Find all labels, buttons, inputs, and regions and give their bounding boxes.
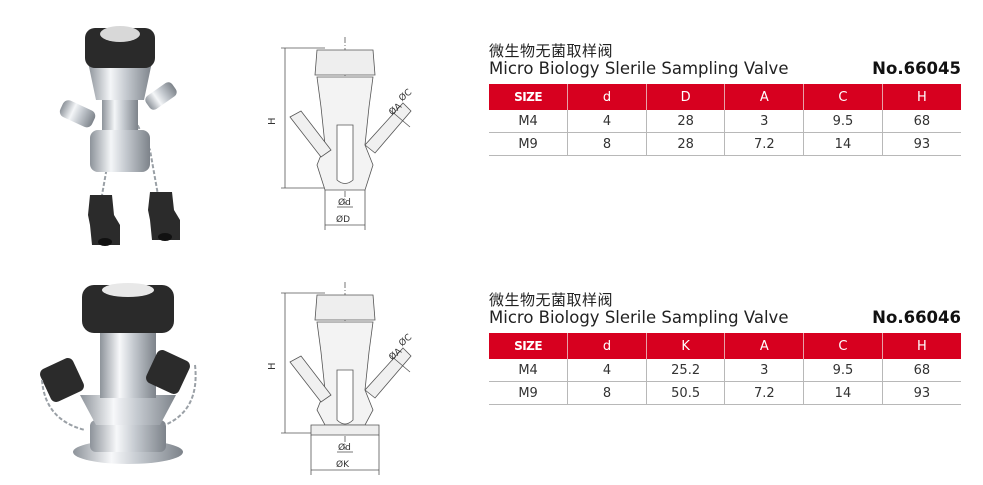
table-cell: 8 <box>567 381 647 405</box>
dim-label-d: Ød <box>338 197 351 208</box>
product-section-66045: H ØC ØA Ød ØD 微生物无菌取样阀 Micro Biology Sle… <box>0 0 983 246</box>
table-cell: 4 <box>567 359 647 382</box>
table-cell: 14 <box>803 132 883 156</box>
table-row: M9 8 50.5 7.2 14 93 <box>489 381 961 405</box>
dim-label-d: Ød <box>338 442 351 453</box>
table-cell: 7.2 <box>724 381 804 405</box>
table-cell: M9 <box>489 132 568 156</box>
table-row: M9 8 28 7.2 14 93 <box>489 132 961 156</box>
model-number: No.66046 <box>872 308 961 327</box>
product-title-en: Micro Biology Slerile Sampling Valve <box>489 308 789 327</box>
table-cell: 14 <box>803 381 883 405</box>
dim-label-h: H <box>267 362 278 370</box>
table-row: M4 4 28 3 9.5 68 <box>489 110 961 133</box>
dim-label-c: ØC <box>397 87 414 104</box>
table-cell: 25.2 <box>645 359 725 382</box>
col-header: d <box>567 333 647 359</box>
table-cell: 93 <box>881 381 961 405</box>
table-cell: 28 <box>645 132 725 156</box>
table-cell: 68 <box>881 359 961 382</box>
col-header: SIZE <box>489 333 568 359</box>
table-cell: M4 <box>489 110 568 133</box>
table-cell: 3 <box>724 110 804 133</box>
product-title-cn: 微生物无菌取样阀 <box>489 42 614 60</box>
spec-table-66045: SIZE d D A C H M4 4 28 3 9.5 68 M9 8 28 … <box>489 84 961 156</box>
col-header: K <box>645 333 725 359</box>
col-header: C <box>803 84 883 110</box>
table-cell: M4 <box>489 359 568 382</box>
technical-drawing-66045: H ØC ØA Ød ØD <box>267 37 414 230</box>
col-header: D <box>645 84 725 110</box>
dim-label-base: ØK <box>336 459 350 470</box>
product-photo-66046 <box>40 283 197 464</box>
table-cell: 3 <box>724 359 804 382</box>
product-photo-66045 <box>59 26 180 246</box>
dim-label-c: ØC <box>397 332 414 349</box>
col-header: SIZE <box>489 84 568 110</box>
table-cell: 50.5 <box>645 381 725 405</box>
col-header: C <box>803 333 883 359</box>
table-header-row: SIZE d K A C H <box>489 333 961 359</box>
product-title-en: Micro Biology Slerile Sampling Valve <box>489 59 789 78</box>
dim-label-h: H <box>267 117 278 125</box>
col-header: H <box>881 84 961 110</box>
table-cell: 7.2 <box>724 132 804 156</box>
dim-label-base: ØD <box>336 214 350 225</box>
table-cell: 8 <box>567 132 647 156</box>
technical-drawing-66046: H ØC ØA Ød ØK <box>267 282 414 475</box>
col-header: H <box>881 333 961 359</box>
col-header: A <box>724 84 804 110</box>
table-cell: 93 <box>881 132 961 156</box>
table-cell: 9.5 <box>803 110 883 133</box>
product-section-66046: H ØC ØA Ød ØK 微生物无菌取样阀 Micro Biology Sle… <box>0 243 983 485</box>
table-row: M4 4 25.2 3 9.5 68 <box>489 359 961 382</box>
table-cell: M9 <box>489 381 568 405</box>
spec-table-66046: SIZE d K A C H M4 4 25.2 3 9.5 68 M9 8 5… <box>489 333 961 405</box>
product-title-cn: 微生物无菌取样阀 <box>489 291 614 309</box>
table-cell: 68 <box>881 110 961 133</box>
model-number: No.66045 <box>872 59 961 78</box>
col-header: d <box>567 84 647 110</box>
table-header-row: SIZE d D A C H <box>489 84 961 110</box>
table-cell: 9.5 <box>803 359 883 382</box>
col-header: A <box>724 333 804 359</box>
table-cell: 28 <box>645 110 725 133</box>
table-cell: 4 <box>567 110 647 133</box>
